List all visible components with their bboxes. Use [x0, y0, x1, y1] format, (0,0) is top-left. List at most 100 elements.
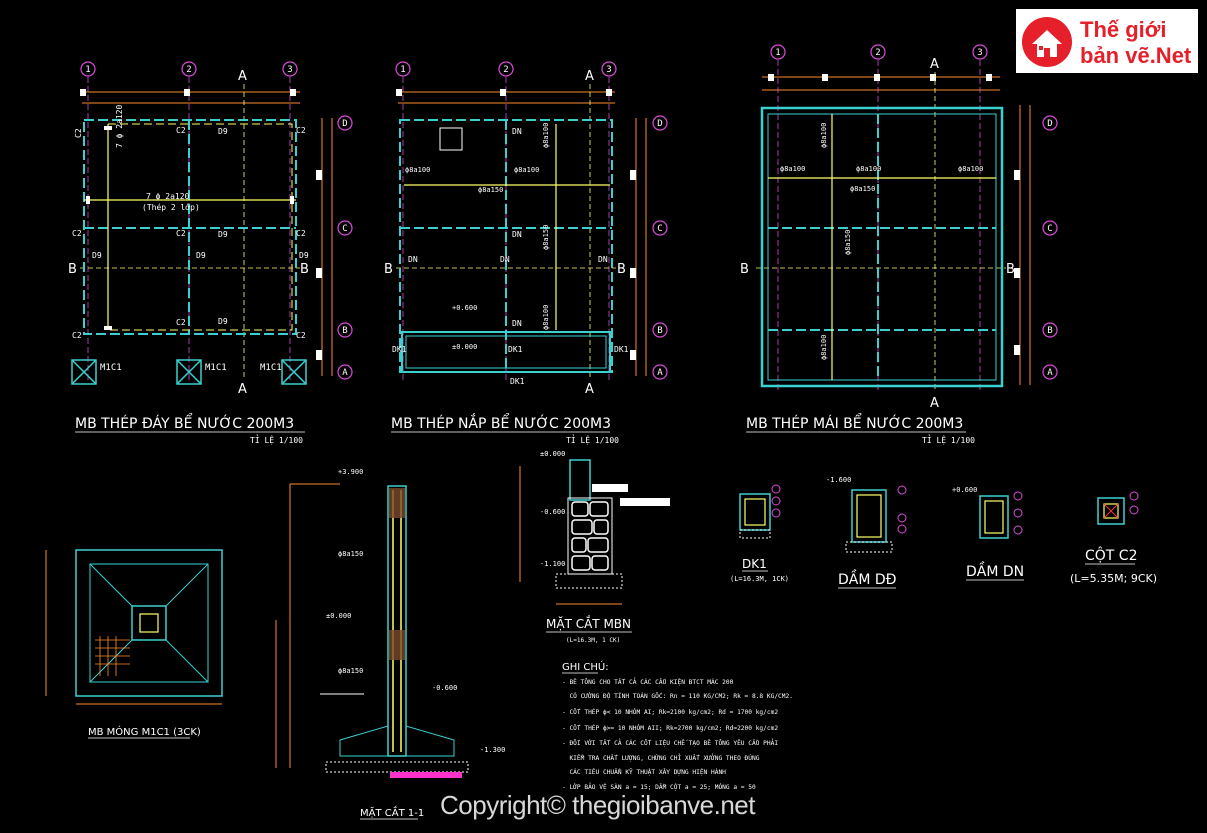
level-label: -1.300 [480, 746, 505, 754]
axis-a-label: A [342, 368, 348, 378]
notes-block: GHI CHÚ: - BÊ TÔNG CHO TẤT CẢ CÁC CẤU KI… [562, 660, 793, 791]
axis-d-label: D [657, 119, 662, 129]
section-1-1-title: MẶT CẮT 1-1 [360, 805, 424, 819]
stirrup-label: ϕ8a100 [542, 305, 550, 330]
beam-dn-title: DẦM DN [966, 561, 1024, 580]
section-a-bot: A [930, 396, 939, 411]
axis-2-label: 2 [875, 48, 880, 58]
foundation-title: MB MÓNG M1C1 (3CK) [88, 725, 201, 738]
section-b-right: B [1006, 262, 1015, 277]
axis-c-label: C [1047, 224, 1052, 234]
axis-2-label: 2 [186, 65, 191, 75]
section-b-left: B [384, 262, 393, 277]
c2-label: C2 [72, 229, 82, 238]
column-c2-title: CỘT C2 [1085, 546, 1137, 564]
c2-label: C2 [296, 126, 306, 135]
note-line: KIỂM TRA CHẤT LƯỢNG, CHỨNG CHỈ XUẤT XƯỞN… [562, 753, 760, 762]
detail-beam-dd: -1.600 DẦM DĐ [826, 476, 907, 589]
plan2-title: MB THÉP NẮP BỂ NƯỚC 200M3 [391, 413, 611, 432]
stirrup-label: ϕ8a100 [405, 166, 430, 174]
dk1-title: DK1 [742, 557, 767, 571]
level-label: +0.600 [452, 304, 477, 312]
stirrup-label: ϕ8a150 [844, 230, 852, 255]
rebar-note: (Thép 2 lớp) [142, 202, 200, 212]
axis-2-label: 2 [503, 65, 508, 75]
dk1-label: DK1 [392, 345, 407, 354]
stirrup-label: ϕ8a150 [338, 550, 363, 558]
axis-d-label: D [1047, 119, 1052, 129]
level-label: -0.600 [540, 508, 565, 516]
plan1-title: MB THÉP ĐÁY BỂ NƯỚC 200M3 [75, 413, 294, 432]
axis-b-label: B [657, 326, 662, 336]
rebar-note: 7 ϕ 2a120 [146, 192, 190, 201]
site-logo[interactable]: Thế giới bản vẽ.Net [1016, 9, 1198, 73]
d9-label: D9 [196, 251, 206, 260]
c2-label: C2 [296, 229, 306, 238]
stirrup-label: ϕ8a150 [850, 185, 875, 193]
c2-label: C2 [296, 331, 306, 340]
level-label: -1.600 [826, 476, 851, 484]
copyright-watermark: Copyright© thegioibanve.net [440, 790, 755, 820]
d9-label: D9 [218, 230, 228, 239]
dn-label: DN [512, 230, 522, 239]
note-line: - CỐT THÉP ϕ< 10 NHÓM AI; Rk=2100 kg/cm2… [562, 707, 778, 716]
logo-text-line1: Thế giới [1080, 17, 1167, 42]
detail-beam-dn: +0.600 DẦM DN [952, 486, 1024, 581]
rebar-note: 7 ϕ 2a120 [115, 104, 124, 148]
axis-c-label: C [342, 224, 347, 234]
section-a-top: A [930, 57, 939, 72]
stirrup-label: ϕ8a150 [478, 186, 503, 194]
level-label: ±0.000 [540, 450, 565, 458]
section-a-top: A [238, 69, 247, 84]
notes-title: GHI CHÚ: [562, 660, 609, 673]
level-label: ±0.000 [452, 343, 477, 351]
axis-1-label: 1 [400, 65, 405, 75]
note-line: - ĐỐI VỚI TẤT CẢ CÁC CỐT LIỆU CHẾ TẠO BÊ… [562, 738, 778, 747]
stirrup-label: ϕ8a100 [856, 165, 881, 173]
mbn-subtitle: (L=16.3M, 1 CK) [566, 637, 620, 644]
dn-label: DN [512, 127, 522, 136]
m1c1-label: M1C1 [100, 363, 122, 373]
note-line: - CỐT THÉP ϕ>= 10 NHÓM AII; Rk=2700 kg/c… [562, 723, 778, 732]
note-line: - LỚP BẢO VỆ SÀN a = 15; DẦM CỘT a = 25;… [562, 782, 756, 791]
axis-3-label: 3 [287, 65, 292, 75]
axis-1-label: 1 [85, 65, 90, 75]
column-c2-subtitle: (L=5.35M; 9CK) [1070, 572, 1157, 585]
note-line: CÁC TIÊU CHUẨN KỸ THUẬT XÂY DỰNG HIỆN HÀ… [562, 767, 726, 776]
c2-label: C2 [176, 229, 186, 238]
section-a-bot: A [238, 382, 247, 397]
stirrup-label: ϕ8a100 [820, 335, 828, 360]
stirrup-label: ϕ8a100 [820, 123, 828, 148]
section-a-top: A [585, 69, 594, 84]
section-b-left: B [740, 262, 749, 277]
dn-label: DN [408, 255, 418, 264]
beam-dd-title: DẦM DĐ [838, 569, 897, 588]
dn-label: DN [500, 255, 510, 264]
section-b-left: B [68, 262, 77, 277]
d9-label: D9 [218, 127, 228, 136]
detail-dk1: DK1 (L=16.3M, 1CK) [730, 484, 789, 583]
level-label: -1.100 [540, 560, 565, 568]
axis-c-label: C [657, 224, 662, 234]
plan3-title: MB THÉP MÁI BỂ NƯỚC 200M3 [746, 413, 963, 432]
d9-label: D9 [92, 251, 102, 260]
note-line: - BÊ TÔNG CHO TẤT CẢ CÁC CẤU KIỆN BTCT M… [562, 677, 734, 686]
detail-foundation-plan: MB MÓNG M1C1 (3CK) [45, 549, 223, 739]
axis-a-label: A [657, 368, 663, 378]
stirrup-label: ϕ8a100 [780, 165, 805, 173]
c2-label: C2 [74, 128, 83, 138]
level-label: +0.600 [952, 486, 977, 494]
plan3-scale: TỈ LỆ 1/100 [922, 434, 975, 445]
dk1-label: DK1 [614, 345, 629, 354]
dk1-subtitle: (L=16.3M, 1CK) [730, 575, 789, 583]
section-b-right: B [617, 262, 626, 277]
dk1-label: DK1 [508, 345, 523, 354]
detail-column-c2: CỘT C2 (L=5.35M; 9CK) [1070, 491, 1157, 585]
detail-section-1-1: +3.900 ±0.000 -0.600 -1.300 ϕ8a150 ϕ8a15… [275, 468, 505, 820]
d9-label: D9 [218, 317, 228, 326]
level-label: +3.900 [338, 468, 363, 476]
plan-bottom-slab: 1 2 3 D C B A A A B B [68, 61, 353, 445]
c2-label: C2 [72, 331, 82, 340]
stirrup-label: ϕ8a100 [958, 165, 983, 173]
